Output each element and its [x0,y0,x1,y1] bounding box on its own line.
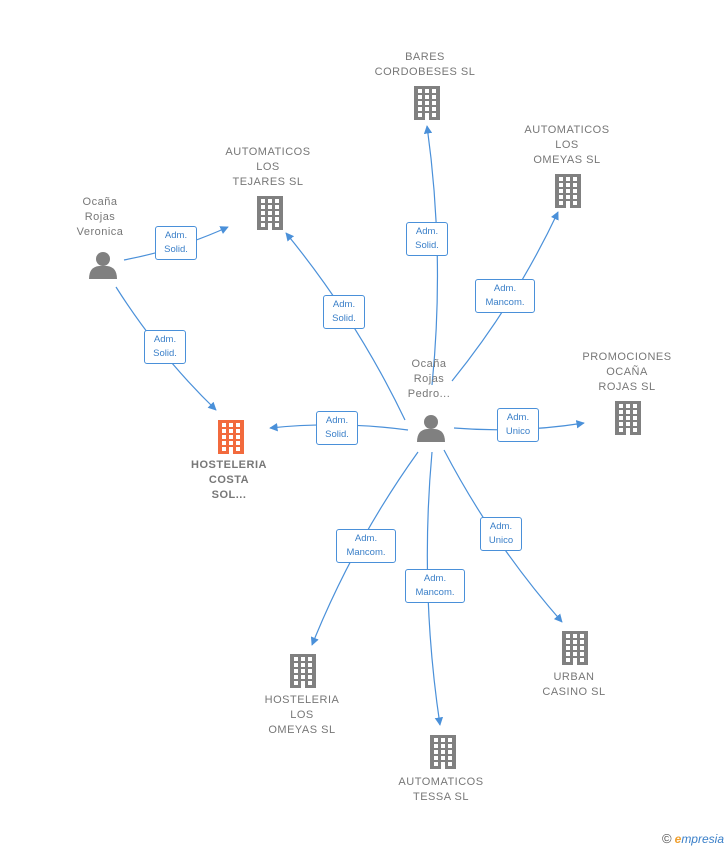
relation-tag-pedro-bares[interactable]: Adm. Solid. [406,222,448,256]
node-label-hosteleria_omeyas[interactable]: HOSTELERIA LOS OMEYAS SL [264,694,340,736]
node-label-promociones[interactable]: PROMOCIONES OCAÑA ROJAS SL [582,351,672,393]
copyright-symbol: © [662,831,672,846]
node-label-omeyas_auto[interactable]: AUTOMATICOS LOS OMEYAS SL [524,124,610,166]
relation-tag-pedro-omeyas_auto[interactable]: Adm. Mancom. [475,279,535,313]
person-icon-veronica[interactable] [89,252,117,279]
building-icon-urban[interactable] [562,631,588,665]
relation-tag-pedro-urban[interactable]: Adm. Unico [480,517,522,551]
logo-initial: e [674,832,682,846]
building-icon-tessa[interactable] [430,735,456,769]
node-label-bares[interactable]: BARES CORDOBESES SL [374,51,476,78]
relation-tag-veronica-hosteleria_costa[interactable]: Adm. Solid. [144,330,186,364]
relation-tag-pedro-tejares[interactable]: Adm. Solid. [323,295,365,329]
node-label-tessa[interactable]: AUTOMATICOS TESSA SL [398,776,484,803]
building-icon-omeyas_auto[interactable] [555,174,581,208]
relation-tag-pedro-hosteleria_omeyas[interactable]: Adm. Mancom. [336,529,396,563]
building-icon-hosteleria_costa[interactable] [218,420,244,454]
relation-tag-pedro-tessa[interactable]: Adm. Mancom. [405,569,465,603]
building-icon-tejares[interactable] [257,196,283,230]
node-label-veronica[interactable]: Ocaña Rojas Veronica [76,196,124,238]
node-label-pedro[interactable]: Ocaña Rojas Pedro... [407,358,451,400]
node-label-hosteleria_costa[interactable]: HOSTELERIA COSTA SOL... [191,459,267,501]
empresia-logo[interactable]: ©empresia [662,831,724,846]
building-icon-bares[interactable] [414,86,440,120]
node-label-urban[interactable]: URBAN CASINO SL [542,671,606,698]
relation-tag-veronica-tejares[interactable]: Adm. Solid. [155,226,197,260]
person-icon-pedro[interactable] [417,415,445,442]
building-icon-hosteleria_omeyas[interactable] [290,654,316,688]
building-icon-promociones[interactable] [615,401,641,435]
relation-tag-pedro-promociones[interactable]: Adm. Unico [497,408,539,442]
logo-name: mpresia [681,832,724,846]
relation-tag-pedro-hosteleria_costa[interactable]: Adm. Solid. [316,411,358,445]
node-label-tejares[interactable]: AUTOMATICOS LOS TEJARES SL [225,146,311,188]
